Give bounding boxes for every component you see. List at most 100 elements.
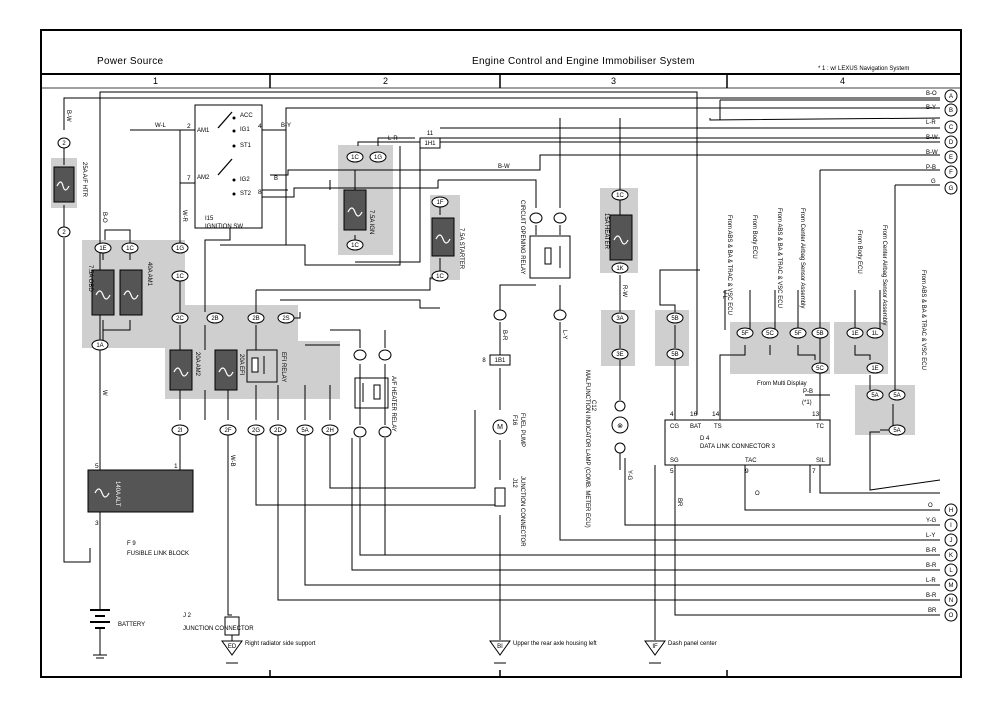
header-note: * 1 : w/ LEXUS Navigation System [818, 66, 909, 72]
wc-rw: R-W [621, 285, 627, 297]
conn-2h: 2H [326, 428, 334, 434]
conn-2g: 2G [252, 428, 260, 434]
conn-1e2: 1E [851, 331, 858, 337]
svg-text:1: 1 [174, 463, 178, 470]
ground-bi-id: BI [497, 644, 503, 650]
conn-2b-c: 2B [211, 316, 218, 322]
fuse-afhtr-label: 25A A/F HTR [81, 162, 87, 198]
dlc-name: DATA LINK CONNECTOR 3 [700, 444, 776, 450]
fuse-alt: 140A ALT [87, 469, 194, 513]
fusible-link-id: F 9 [127, 541, 136, 547]
battery-label: BATTERY [118, 622, 145, 628]
conn-3e: 3E [616, 352, 623, 358]
fuel-pump-name: FUEL PUMP [519, 413, 525, 447]
wc-ly: L-Y [561, 330, 567, 339]
wc-lr: L-R [388, 136, 398, 142]
ground-if-label: Dash panel center [668, 641, 717, 647]
from-multi-display: From Multi Display [757, 381, 807, 387]
junction-j12: J12 JUNCTION CONNECTOR [494, 476, 525, 547]
svg-text:⊗: ⊗ [617, 423, 623, 430]
conn-2b: 2 [62, 230, 66, 236]
dlc-num-5: 5 [670, 468, 674, 475]
j12-name: JUNCTION CONNECTOR [519, 476, 525, 547]
svg-text:D: D [949, 140, 954, 146]
ign-sw-term-ig2: IG2 [240, 177, 250, 183]
terminal-b: BB-Y [926, 103, 958, 117]
note-abs-2: From ABS & BA & TRAC & VSC ECU [776, 208, 782, 308]
ground-if-id: IF [652, 644, 658, 650]
conn-1l: 1L [872, 331, 879, 337]
terminal-e: EB-W [926, 150, 958, 164]
fuel-pump: M F16 FUEL PUMP [492, 413, 525, 447]
wc-yg: Y-G [626, 470, 632, 480]
wc-by: B-Y [281, 123, 291, 129]
conn-1g-a: 1G [176, 246, 184, 252]
conn-1c-st: 1C [436, 274, 444, 280]
svg-text:J: J [950, 538, 953, 544]
conn-3a: 3A [616, 316, 623, 322]
terminal-l: LB-R [926, 563, 958, 577]
conn-2i: 2I [177, 428, 182, 434]
ign-sw-id: I15 [205, 216, 214, 222]
terminal-g: G [944, 181, 958, 195]
wc-o: O [755, 491, 760, 497]
terminal-n: NB-R [926, 593, 958, 607]
ign-sw-pin-am1: 2 [187, 123, 191, 130]
ign-sw-term-ig1: IG1 [240, 127, 250, 133]
conn-1c-b: 1C [176, 274, 184, 280]
conn-1e3: 1E [871, 366, 878, 372]
svg-text:A: A [949, 94, 953, 100]
data-link-connector: CG BAT TS TC SG TAC SIL 4 16 14 13 5 9 7… [664, 411, 831, 475]
dlc-pin-tac: TAC [745, 458, 757, 464]
combo-meter: ⊗ C12 MALFUNCTION INDICATOR LAMP (COMB. … [584, 370, 629, 528]
dlc-num-16: 16 [690, 411, 698, 418]
fuse-heater-label: 15A HEATER [603, 213, 609, 250]
conn-1e: 1E [99, 246, 106, 252]
conn-1k: 1K [616, 266, 623, 272]
ign-sw-name: IGNITION SW [205, 224, 243, 230]
conn-5b3: 5B [816, 331, 823, 337]
svg-text:BR: BR [928, 608, 937, 614]
fuse-alt-label: 140A ALT [114, 481, 120, 507]
connector-bubbles: 2 2 1E 1C 1G 1C 1A 2C 2B 2B 2S 2I 2F 2G … [57, 131, 906, 454]
dlc-pin-tc: TC [816, 424, 825, 430]
fuse-obd-label: 7.5A OBD [87, 265, 93, 292]
svg-text:L-Y: L-Y [926, 533, 935, 539]
wc-vl: V-L [721, 290, 727, 300]
fuse-am2: 20A AM2 [169, 349, 200, 391]
svg-text:P-B: P-B [926, 165, 936, 171]
afheater-relay-label: A/F HEATER RELAY [390, 376, 396, 432]
fuse-am2-label: 20A AM2 [194, 352, 200, 377]
wc-bw: B-W [65, 110, 71, 122]
terminal-c: CL-R [926, 120, 958, 134]
terminal-j: J L-Y [926, 533, 958, 547]
ground-bi: BI Upper the rear axle housing left [489, 640, 597, 664]
conn-5b2: 5B [671, 352, 678, 358]
dlc-pin-bat: BAT [690, 424, 702, 430]
circuit-opening-relay: CIRCUIT OPENING RELAY [519, 200, 571, 279]
star1-label: (*1) [802, 400, 812, 406]
j2-name: JUNCTION CONNECTOR [183, 626, 254, 632]
conn-2f: 2F [224, 428, 231, 434]
ground-ed-label: Right radiator side support [245, 641, 316, 647]
conn-5a2: 5A [871, 393, 878, 399]
terminal-a: AB-O [926, 89, 958, 103]
afheater-relay: A/F HEATER RELAY [354, 376, 396, 432]
conn-5c2: 5C [816, 366, 824, 372]
dlc-pin-cg: CG [670, 424, 679, 430]
conn-1g-ign: 1G [374, 155, 382, 161]
wc-b: B [274, 176, 278, 182]
column-2-label: 2 [383, 76, 388, 86]
column-1-label: 1 [153, 76, 158, 86]
wc-brw: BR [676, 498, 682, 507]
wc-bo: B-O [101, 212, 107, 223]
svg-text:K: K [949, 553, 953, 559]
conn-1c-ign-b: 1C [351, 243, 359, 249]
dlc-num-7: 7 [812, 468, 816, 475]
ign-sw-term-st1: ST1 [240, 143, 252, 149]
wc-wb: W-B [229, 455, 235, 467]
svg-text:F: F [949, 170, 953, 176]
conn-2a: 2 [62, 141, 66, 147]
note-abs-3: From ABS & BA & TRAC & VSC ECU [920, 270, 926, 370]
